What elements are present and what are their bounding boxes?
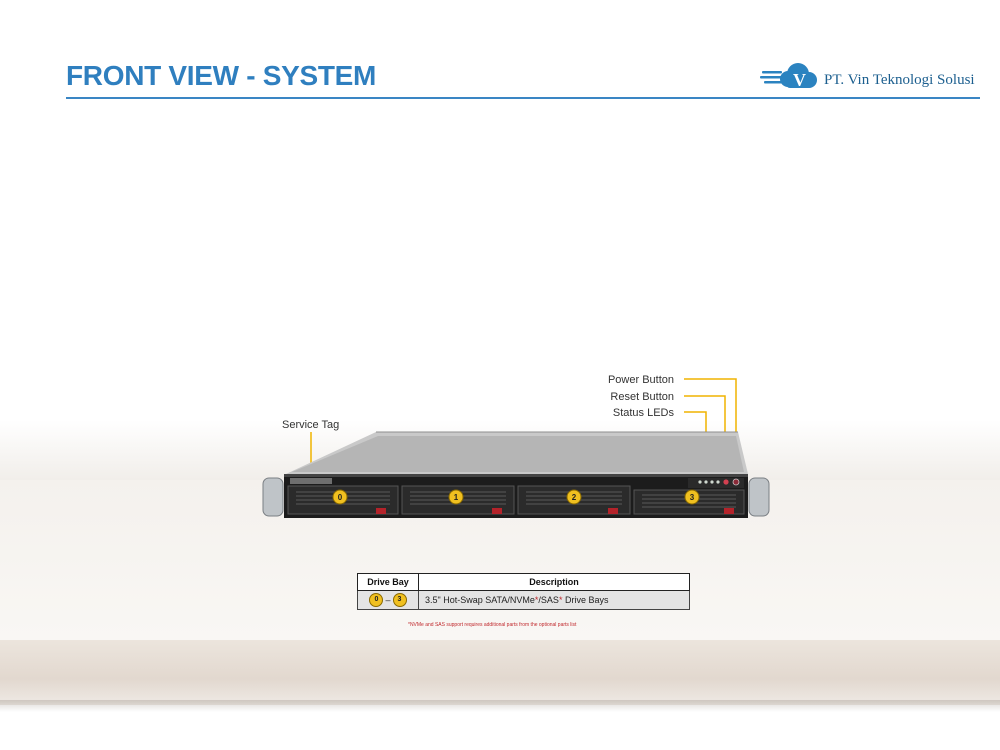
drive-bay-range-cell: 0–3 xyxy=(357,590,419,610)
power-button-glyph xyxy=(732,478,740,486)
cloud-v-logo-icon: V xyxy=(760,63,817,90)
drive-bay-number: 2 xyxy=(572,493,577,502)
callout-service-tag: Service Tag xyxy=(282,419,340,431)
company-logo: V PT. Vin Teknologi Solusi xyxy=(760,62,985,94)
range-separator: – xyxy=(385,595,391,605)
page-title: FRONT VIEW - SYSTEM xyxy=(66,60,377,91)
drive-bay-table: Drive Bay Description 0–3 3.5" Hot-Swap … xyxy=(357,573,690,610)
drive-bay-number: 3 xyxy=(690,493,695,502)
description-asterisk-1: * xyxy=(534,595,539,605)
service-tag-pullout xyxy=(290,478,332,484)
callout-status-leds: Status LEDs xyxy=(612,407,674,419)
callout-reset-button: Reset Button xyxy=(610,391,674,403)
drive-bay-badge-start: 0 xyxy=(369,593,384,607)
table-footnote: *NVMe and SAS support requires additiona… xyxy=(408,622,577,628)
description-text-3: Drive Bays xyxy=(562,595,609,605)
control-panel xyxy=(688,478,744,488)
logo-letter: V xyxy=(793,70,806,90)
background-shadow xyxy=(0,700,1000,712)
rack-ear-left xyxy=(262,477,284,517)
column-header-description: Description xyxy=(418,573,690,591)
table-header-row: Drive Bay Description xyxy=(357,573,690,591)
drive-bay-1: 1 xyxy=(401,485,515,515)
background-band-lower xyxy=(0,640,1000,705)
table-row: 0–3 3.5" Hot-Swap SATA/NVMe*/SAS* Drive … xyxy=(357,590,690,610)
description-text-2: /SAS xyxy=(538,595,559,605)
reset-button-glyph xyxy=(723,479,729,485)
description-text-1: 3.5" Hot-Swap SATA/NVMe xyxy=(425,595,535,605)
title-underline xyxy=(66,97,980,99)
drive-bay-number: 0 xyxy=(338,493,343,502)
drive-bay-badge-end: 3 xyxy=(392,593,407,607)
company-name: PT. Vin Teknologi Solusi xyxy=(824,72,975,88)
column-header-drive-bay: Drive Bay xyxy=(357,573,419,591)
rack-ear-right xyxy=(748,477,770,517)
drive-bay-number: 1 xyxy=(454,493,459,502)
drive-bay-3: 3 xyxy=(633,489,745,515)
callout-power-button: Power Button xyxy=(607,374,674,386)
description-cell: 3.5" Hot-Swap SATA/NVMe*/SAS* Drive Bays xyxy=(418,590,690,610)
drive-bay-2: 2 xyxy=(517,485,631,515)
description-asterisk-2: * xyxy=(558,595,563,605)
drive-bay-0: 0 xyxy=(287,485,399,515)
